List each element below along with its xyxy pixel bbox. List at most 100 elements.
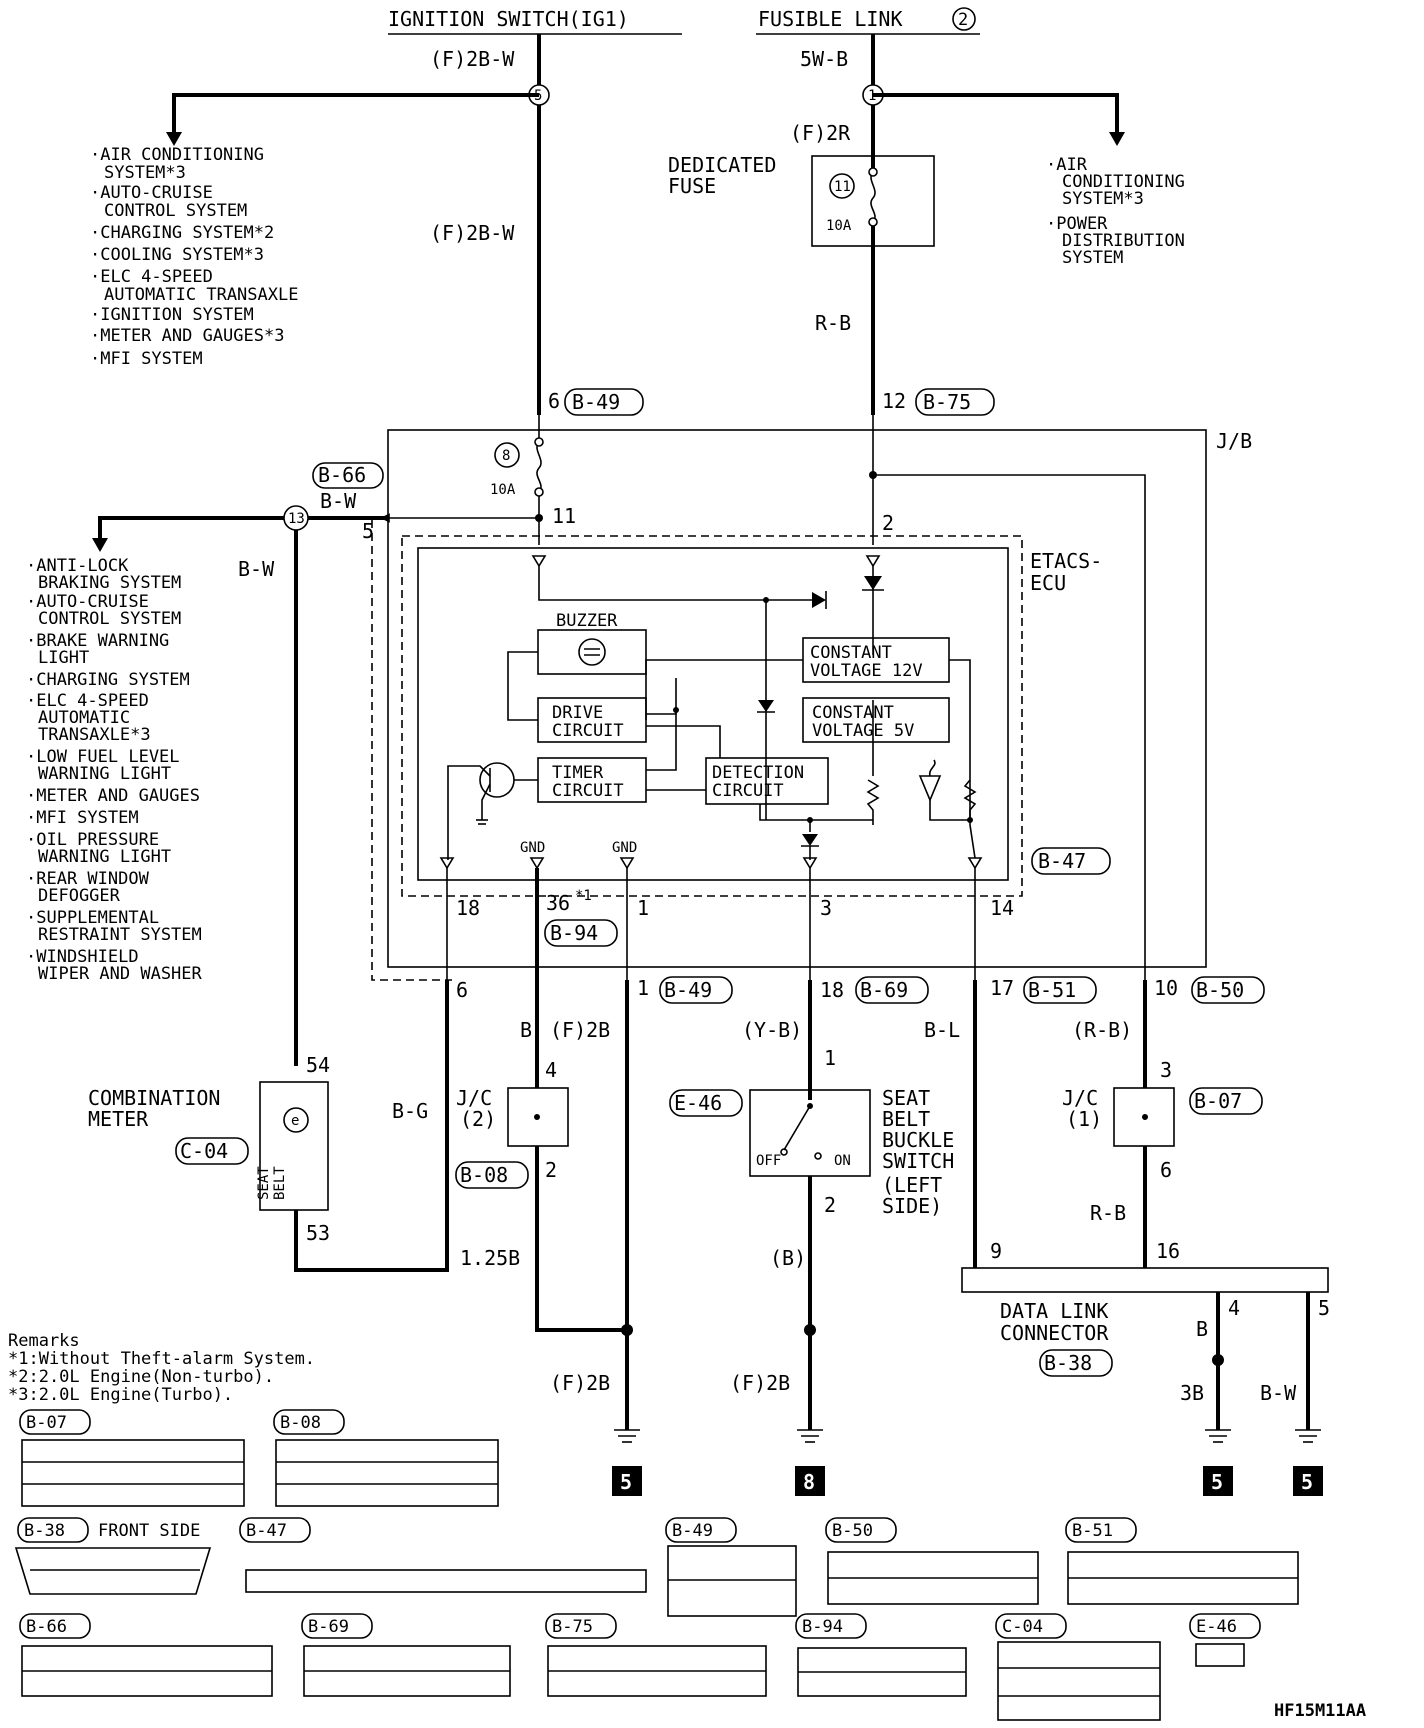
dedicated-fuse-label-2: FUSE [668, 174, 716, 198]
svg-text:·ELC 4-SPEED: ·ELC 4-SPEED [90, 267, 213, 287]
jc2-label-1: J/C [456, 1086, 492, 1110]
gnd-label-1: GND [520, 840, 545, 856]
cm-pin-53: 53 [306, 1221, 330, 1245]
remarks: Remarks *1:Without Theft-alarm System. *… [8, 1331, 315, 1405]
svg-text:B-50: B-50 [832, 1521, 873, 1541]
branch-list-top-right: ·AIR CONDITIONING SYSTEM*3 ·POWER DISTRI… [1046, 155, 1185, 268]
svg-text:DRIVE: DRIVE [552, 703, 603, 723]
connector-b66: B-66 [318, 463, 366, 487]
seat-belt-label-1: SEAT [256, 1166, 272, 1200]
combination-meter-box [259, 1081, 329, 1211]
svg-text:WIPER AND WASHER: WIPER AND WASHER [38, 964, 203, 984]
svg-text:B-49: B-49 [672, 1521, 713, 1541]
ecu-pin-14: 14 [990, 896, 1014, 920]
wire-bg: B-G [392, 1099, 428, 1123]
jc1-label-2: (1) [1066, 1107, 1102, 1131]
svg-text:VOLTAGE 5V: VOLTAGE 5V [812, 721, 914, 741]
wire-b-paren: (B) [770, 1246, 806, 1270]
svg-text:SIDE): SIDE) [882, 1194, 942, 1218]
svg-text:·CHARGING SYSTEM: ·CHARGING SYSTEM [26, 670, 190, 690]
connector-b69: B-69 [860, 978, 908, 1002]
svg-text:·METER AND GAUGES: ·METER AND GAUGES [26, 786, 200, 806]
dedicated-fuse-label-1: DEDICATED [668, 153, 776, 177]
wire-bw-2: B-W [238, 557, 275, 581]
jb-pin-2: 2 [882, 511, 894, 535]
wire-fl-low: R-B [815, 311, 851, 335]
svg-text:B-69: B-69 [308, 1617, 349, 1637]
connector-c04: C-04 [180, 1139, 228, 1163]
branch-list-mid-left: ·ANTI-LOCK BRAKING SYSTEM ·AUTO-CRUISE C… [26, 556, 203, 984]
jb-label: J/B [1216, 429, 1252, 453]
fusible-link-number: 2 [958, 10, 968, 30]
svg-text:·OIL PRESSURE: ·OIL PRESSURE [26, 830, 159, 850]
svg-text:E-46: E-46 [1196, 1617, 1237, 1637]
fusible-link-label: FUSIBLE LINK [758, 7, 903, 31]
jc2-label-2: (2) [460, 1107, 496, 1131]
svg-text:RESTRAINT SYSTEM: RESTRAINT SYSTEM [38, 925, 202, 945]
svg-text:·AIR: ·AIR [1046, 155, 1088, 175]
svg-text:VOLTAGE 12V: VOLTAGE 12V [810, 661, 923, 681]
ecu-pin-36: 36 [546, 891, 570, 915]
jc1-label-1: J/C [1062, 1086, 1098, 1110]
svg-text:CIRCUIT: CIRCUIT [552, 721, 624, 741]
etacs-ecu-inner [417, 547, 1009, 881]
wire-f2b-ground-2: (F)2B [730, 1371, 790, 1395]
svg-text:CONTROL SYSTEM: CONTROL SYSTEM [38, 609, 181, 629]
dlc-label-1: DATA LINK [1000, 1299, 1108, 1323]
data-link-connector[interactable] [961, 1267, 1329, 1293]
jb-pin-1b: 1 [637, 976, 649, 1000]
ecu-pin-1: 1 [637, 896, 649, 920]
svg-text:BRAKING SYSTEM: BRAKING SYSTEM [38, 573, 181, 593]
switch-pin-2: 2 [824, 1193, 836, 1217]
svg-text:B-66: B-66 [26, 1617, 67, 1637]
jb-pin-6: 6 [548, 389, 560, 413]
svg-text:SYSTEM*3: SYSTEM*3 [1062, 189, 1144, 209]
svg-text:Remarks: Remarks [8, 1331, 80, 1351]
jc2-pin-4: 4 [545, 1058, 557, 1082]
ground-number-1: 5 [620, 1470, 632, 1494]
svg-text:·IGNITION SYSTEM: ·IGNITION SYSTEM [90, 305, 254, 325]
svg-text:e: e [291, 1113, 299, 1129]
svg-text:AUTOMATIC: AUTOMATIC [38, 708, 130, 728]
svg-text:(LEFT: (LEFT [882, 1173, 942, 1197]
connector-b07: B-07 [1194, 1089, 1242, 1113]
connector-b08: B-08 [460, 1163, 508, 1187]
connector-b94: B-94 [550, 921, 598, 945]
wire-b-jc: B [520, 1018, 532, 1042]
svg-text:CIRCUIT: CIRCUIT [712, 781, 784, 801]
ground-number-2: 8 [803, 1470, 815, 1494]
connector-b49-bottom: B-49 [664, 978, 712, 1002]
svg-text:DETECTION: DETECTION [712, 763, 804, 783]
svg-text:TIMER: TIMER [552, 763, 604, 783]
seat-belt-label-2: BELT [272, 1166, 288, 1200]
splice-1: 1 [868, 88, 876, 104]
connector-b38: B-38 [1044, 1351, 1092, 1375]
jb-pin-10: 10 [1154, 976, 1178, 1000]
svg-text:B-94: B-94 [802, 1617, 843, 1637]
svg-text:·REAR WINDOW: ·REAR WINDOW [26, 869, 150, 889]
connector-b51: B-51 [1028, 978, 1076, 1002]
svg-text:BELT: BELT [882, 1107, 930, 1131]
svg-text:CONTROL SYSTEM: CONTROL SYSTEM [104, 201, 247, 221]
wire-f2b-ground-1: (F)2B [550, 1371, 610, 1395]
jc1-pin-3: 3 [1160, 1058, 1172, 1082]
svg-text:CONDITIONING: CONDITIONING [1062, 172, 1185, 192]
wire-ig-top: (F)2B-W [430, 47, 515, 71]
detection-circuit-box [705, 757, 829, 805]
dlc-label-2: CONNECTOR [1000, 1321, 1109, 1345]
etacs-label-2: ECU [1030, 571, 1066, 595]
jc1-pin-6: 6 [1160, 1158, 1172, 1182]
svg-text:AUTOMATIC TRANSAXLE: AUTOMATIC TRANSAXLE [104, 285, 298, 305]
svg-text:·POWER: ·POWER [1046, 214, 1108, 234]
svg-text:B-75: B-75 [552, 1617, 593, 1637]
svg-text:CONSTANT: CONSTANT [812, 703, 894, 723]
svg-text:WARNING LIGHT: WARNING LIGHT [38, 847, 171, 867]
ecu-pin-36-note: *1 [575, 888, 592, 904]
wire-1-25b: 1.25B [460, 1246, 520, 1270]
fuse-8-amp: 10A [490, 482, 516, 498]
connector-e46: E-46 [674, 1091, 722, 1115]
switch-pin-1: 1 [824, 1046, 836, 1070]
jb-pin-5: 5 [362, 519, 374, 543]
combination-meter-label-2: METER [88, 1107, 149, 1131]
